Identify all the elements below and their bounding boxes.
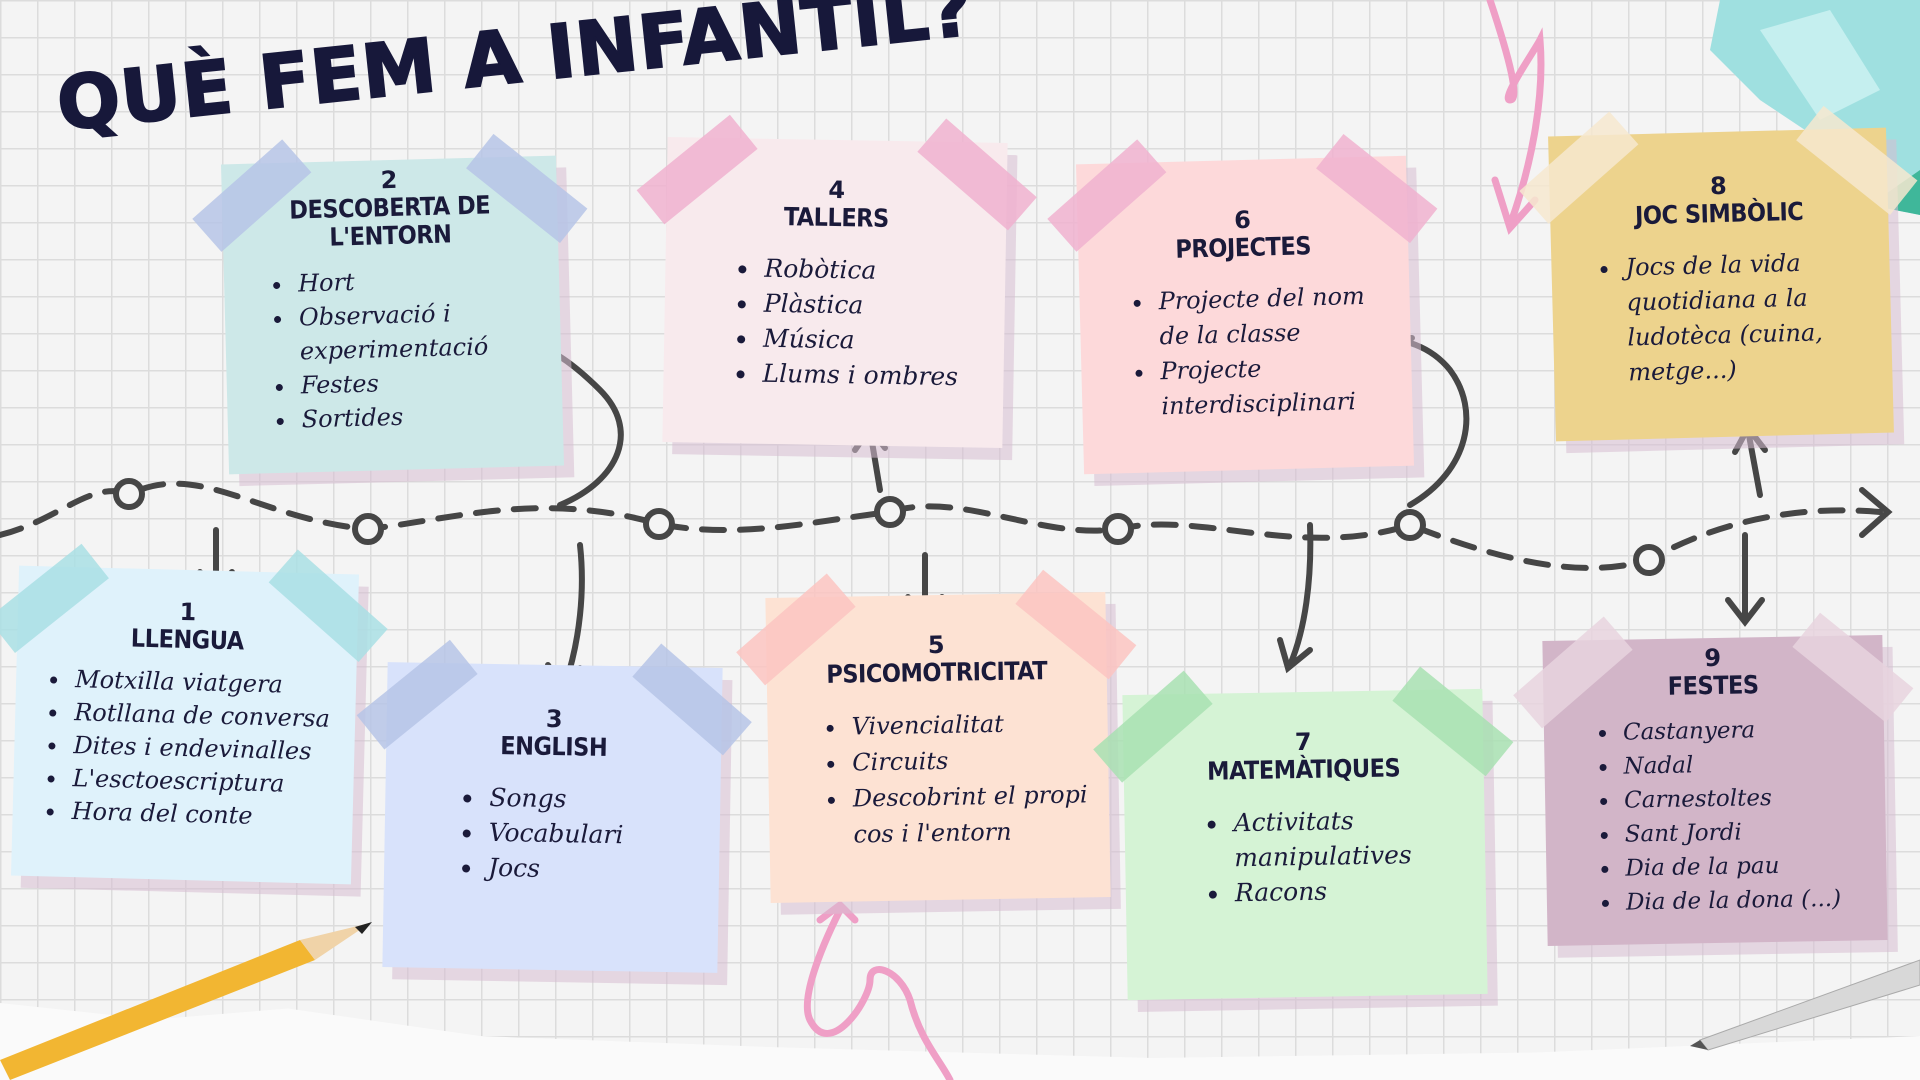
timeline-node: [1102, 513, 1134, 545]
note-projectes: 6 Projectes Projecte del nom de la class…: [1047, 133, 1438, 475]
list-item: Robòtica: [760, 251, 996, 290]
note-title: English: [500, 731, 608, 762]
list-item: Dia de la dona (...): [1622, 881, 1878, 919]
list-item: Projecte del nom de la classe: [1154, 278, 1401, 354]
page-title: QUÈ FEM A INFANTIL?: [52, 0, 979, 149]
timeline-node: [1394, 509, 1426, 541]
note-matematiques: 7 Matemàtiques Activitats manipulatives …: [1093, 666, 1514, 1001]
list-item: Hora del conte: [67, 795, 343, 835]
list-item: Música: [759, 321, 995, 360]
list-item: Dia de la pau: [1621, 847, 1877, 885]
list-item: Vivencialitat: [847, 704, 1098, 744]
list-item: Songs: [485, 780, 711, 819]
arrow-to-note-7: [1277, 522, 1314, 674]
list-item: Plàstica: [759, 286, 995, 325]
list-item: Llums i ombres: [758, 356, 994, 395]
list-item: Vocabulari: [484, 815, 710, 854]
list-item: Racons: [1231, 871, 1477, 910]
torn-paper: [0, 1003, 1920, 1080]
timeline-node: [352, 513, 384, 545]
list-item: Sortides: [297, 396, 553, 437]
note-joc-simbolic: 8 Joc simbòlic Jocs de la vida quotidian…: [1519, 105, 1918, 442]
note-psicomotricitat: 5 Psicomotricitat Vivencialitat Circuits…: [736, 569, 1137, 903]
list-item: Jocs de la vida quotidiana a la ludotèca…: [1621, 244, 1883, 391]
note-title: Psicomotricitat: [826, 656, 1048, 689]
list-item: Jocs: [484, 850, 710, 889]
list-item: Observació i experimentació: [295, 294, 552, 369]
list-item: Circuits: [848, 740, 1099, 780]
note-english: 3 English Songs Vocabulari Jocs: [356, 639, 752, 973]
timeline-node: [643, 508, 675, 540]
note-title: Matemàtiques: [1206, 753, 1401, 786]
note-festes: 9 Festes Castanyera Nadal Carnestoltes S…: [1513, 612, 1914, 946]
arrow-to-note-8: [1732, 422, 1768, 498]
arrow-to-note-9: [1725, 532, 1765, 627]
note-llengua: 1 Llengua Motxilla viatgera Rotllana de …: [0, 543, 388, 885]
timeline-arrowhead: [1859, 487, 1893, 538]
list-item: Activitats manipulatives: [1229, 801, 1475, 875]
dashed-timeline: [0, 480, 1883, 571]
list-item: Castanyera: [1619, 711, 1875, 749]
note-descoberta-entorn: 2 Descoberta de l'entorn Hort Observació…: [192, 133, 588, 475]
timeline-node: [1633, 544, 1665, 576]
list-item: Carnestoltes: [1620, 779, 1876, 817]
note-tallers: 4 Tallers Robòtica Plàstica Música Llums…: [636, 114, 1037, 448]
list-item: Projecte interdisciplinari: [1156, 348, 1403, 424]
timeline-node: [113, 478, 145, 510]
list-item: Nadal: [1619, 745, 1875, 783]
note-title: Tallers: [783, 202, 889, 233]
timeline-node: [874, 496, 906, 528]
list-item: Descobrint el propi cos i l'entorn: [849, 776, 1100, 852]
list-item: Sant Jordi: [1620, 813, 1876, 851]
pen: [1690, 959, 1920, 1051]
